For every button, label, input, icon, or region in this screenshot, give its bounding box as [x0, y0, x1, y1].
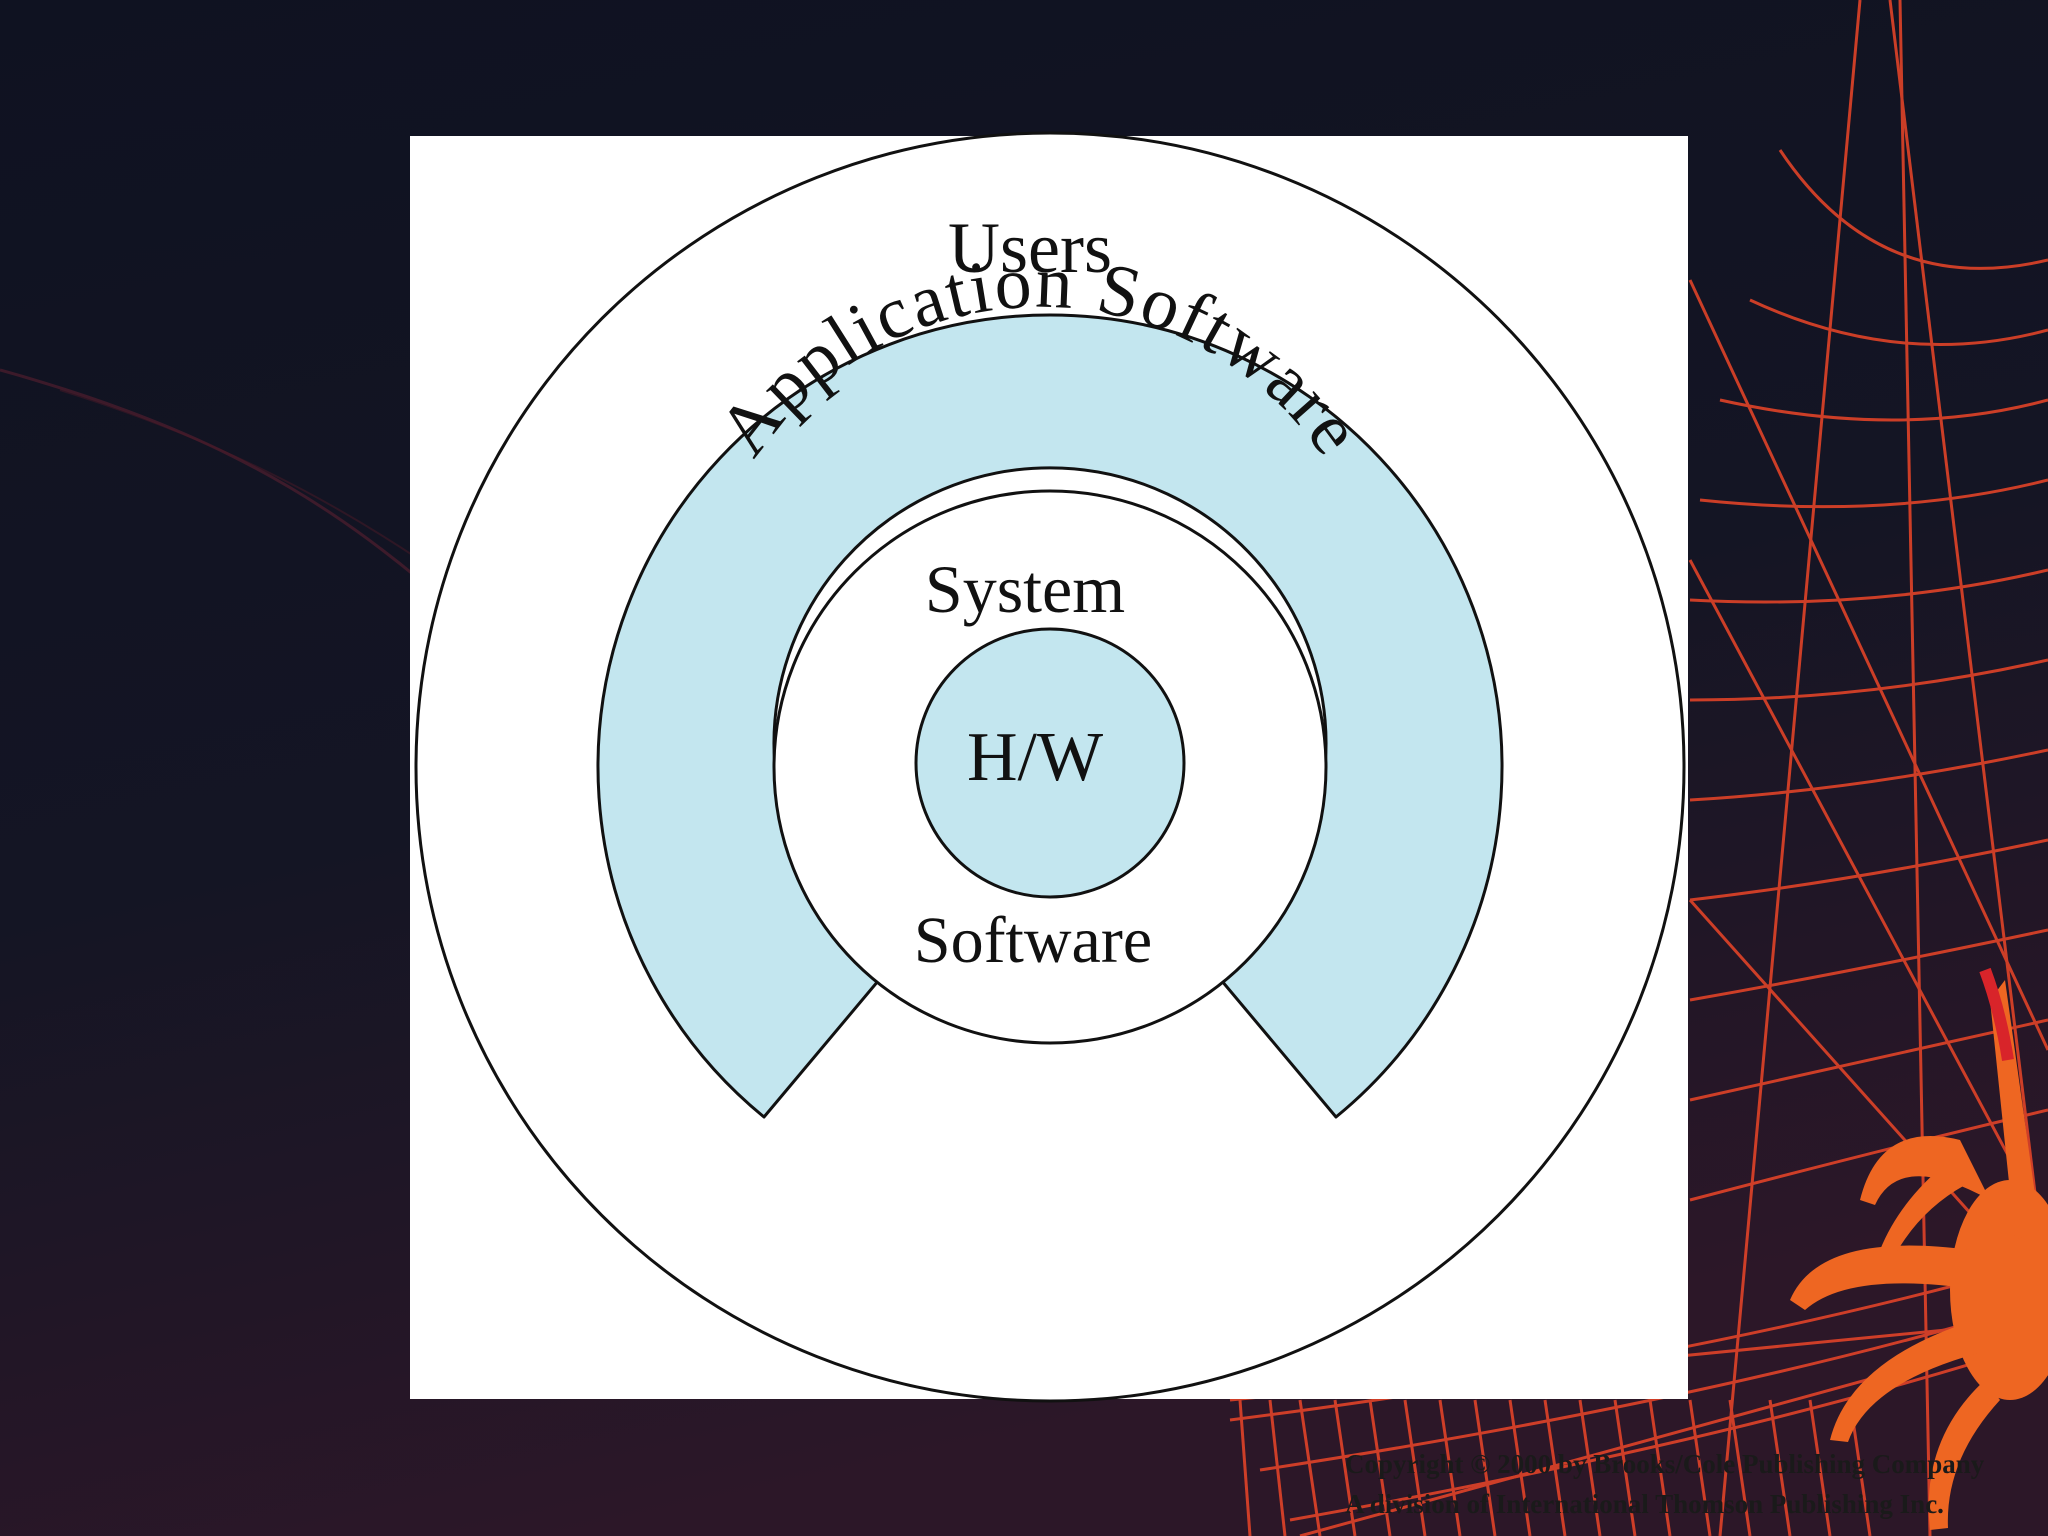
copyright-line-2: A division of International Thomson Publ…	[1345, 1489, 1944, 1519]
copyright-line-1: Copyright © 2000 by Brooks/Cole Publishi…	[1345, 1449, 1985, 1479]
software-label: Software	[914, 904, 1152, 977]
spider-icon	[1790, 980, 2048, 1530]
hw-label: H/W	[967, 719, 1103, 796]
layers-diagram: Users Application Software System H/W So…	[414, 131, 1686, 1403]
system-label: System	[925, 551, 1125, 627]
hardware-core	[914, 627, 1186, 899]
spider-leg-accent	[1979, 967, 2014, 1061]
background-swirl-2	[59, 389, 421, 561]
users-label: Users	[948, 208, 1112, 288]
